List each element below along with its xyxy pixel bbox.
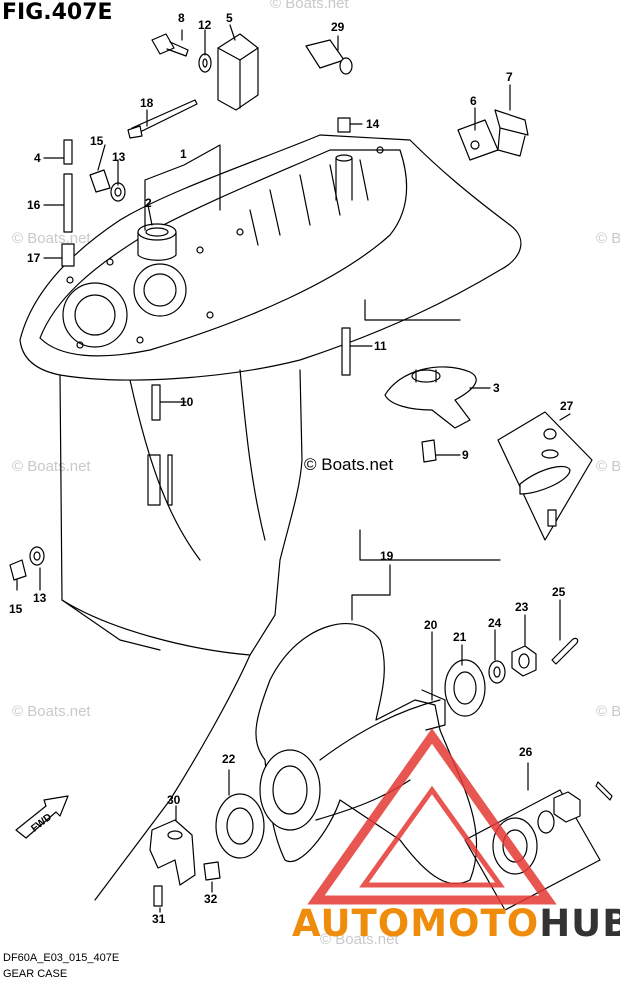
plug-15-bottom <box>9 546 45 581</box>
leader-lines <box>16 24 571 913</box>
bolt-31 <box>153 885 163 907</box>
callout-13-bottom: 13 <box>33 591 47 605</box>
stud-4 <box>63 139 73 165</box>
callout-11: 11 <box>374 339 387 353</box>
callout-5: 5 <box>226 11 233 25</box>
callout-1: 1 <box>180 147 187 161</box>
callout-26: 26 <box>519 745 533 759</box>
automotohub-logo: AUTOMOTOHUB <box>292 902 620 945</box>
bushing-22 <box>215 793 265 859</box>
watermark-text: © Boats.net <box>12 458 91 475</box>
callout-9: 9 <box>462 448 469 462</box>
watermark-text: © Boats.net <box>12 230 91 247</box>
watermark-text: © Boats.net <box>596 703 620 720</box>
callout-24: 24 <box>488 616 502 630</box>
washer-12 <box>198 53 212 73</box>
gear-case-housing <box>19 117 522 901</box>
callout-4: 4 <box>34 151 41 165</box>
logo-text-primary: AUTOMOTO <box>292 902 540 945</box>
bolt-10 <box>151 384 161 421</box>
callout-labels: 8 12 5 29 7 6 18 14 1 15 13 4 2 16 17 11… <box>9 11 574 926</box>
bolt-8 <box>151 33 189 57</box>
spacer-21 <box>444 659 486 717</box>
callout-17: 17 <box>27 251 41 265</box>
callout-23: 23 <box>515 600 529 614</box>
bracket-6 <box>457 119 499 161</box>
cotter-pin-25 <box>551 637 579 665</box>
cable-tie-18 <box>127 99 198 139</box>
plug-15-top <box>89 169 126 202</box>
watermark-text: © Boats.net <box>270 0 349 12</box>
callout-32: 32 <box>204 892 218 906</box>
figure-code: DF60A_E03_015_407E <box>3 952 120 964</box>
callout-31: 31 <box>152 912 166 926</box>
bolt-9 <box>421 439 437 463</box>
callout-16: 16 <box>27 198 41 212</box>
grommet-block <box>217 33 259 111</box>
callout-25: 25 <box>552 585 566 599</box>
bolt-11 <box>341 327 351 376</box>
logo-triangle <box>307 728 557 905</box>
callout-19: 19 <box>380 549 394 563</box>
callout-3: 3 <box>493 381 500 395</box>
watermark-text: © Boats.net <box>320 931 399 948</box>
callout-21: 21 <box>453 630 467 644</box>
logo-text-secondary: HUB <box>539 902 620 945</box>
callout-12: 12 <box>198 18 212 32</box>
callout-6: 6 <box>470 94 477 108</box>
bracket-7 <box>494 109 529 157</box>
washer-24 <box>488 660 506 684</box>
bolt-32 <box>203 861 221 881</box>
watermark-text: © Boats.net <box>12 703 91 720</box>
kit-box-27 <box>497 411 593 541</box>
callout-14: 14 <box>366 117 380 131</box>
callout-13-top: 13 <box>112 150 126 164</box>
trim-tab-anode <box>384 366 477 429</box>
callout-2: 2 <box>145 196 152 210</box>
stud-17 <box>61 243 75 267</box>
callout-22: 22 <box>222 752 236 766</box>
callout-15-bottom: 15 <box>9 602 23 616</box>
callout-27: 27 <box>560 399 574 413</box>
callout-15-top: 15 <box>90 134 104 148</box>
copyright-notice: © Boats.net <box>304 455 394 474</box>
propeller-19 <box>255 623 478 885</box>
callout-30: 30 <box>167 793 181 807</box>
plug-29 <box>305 39 353 75</box>
callout-20: 20 <box>424 618 438 632</box>
pin-16 <box>63 173 73 233</box>
callout-10: 10 <box>180 395 194 409</box>
forward-arrow: FWD <box>15 795 69 839</box>
nut-23 <box>511 645 537 677</box>
callout-29: 29 <box>331 20 345 34</box>
callout-8: 8 <box>178 11 185 25</box>
watermark-text: © Boats.net <box>596 458 620 475</box>
callout-7: 7 <box>506 70 513 84</box>
watermark-text: © Boats.net <box>596 230 620 247</box>
callout-18: 18 <box>140 96 154 110</box>
figure-title: FIG.407E <box>2 0 113 25</box>
bracket-30 <box>149 819 196 886</box>
figure-caption: GEAR CASE <box>3 968 68 980</box>
